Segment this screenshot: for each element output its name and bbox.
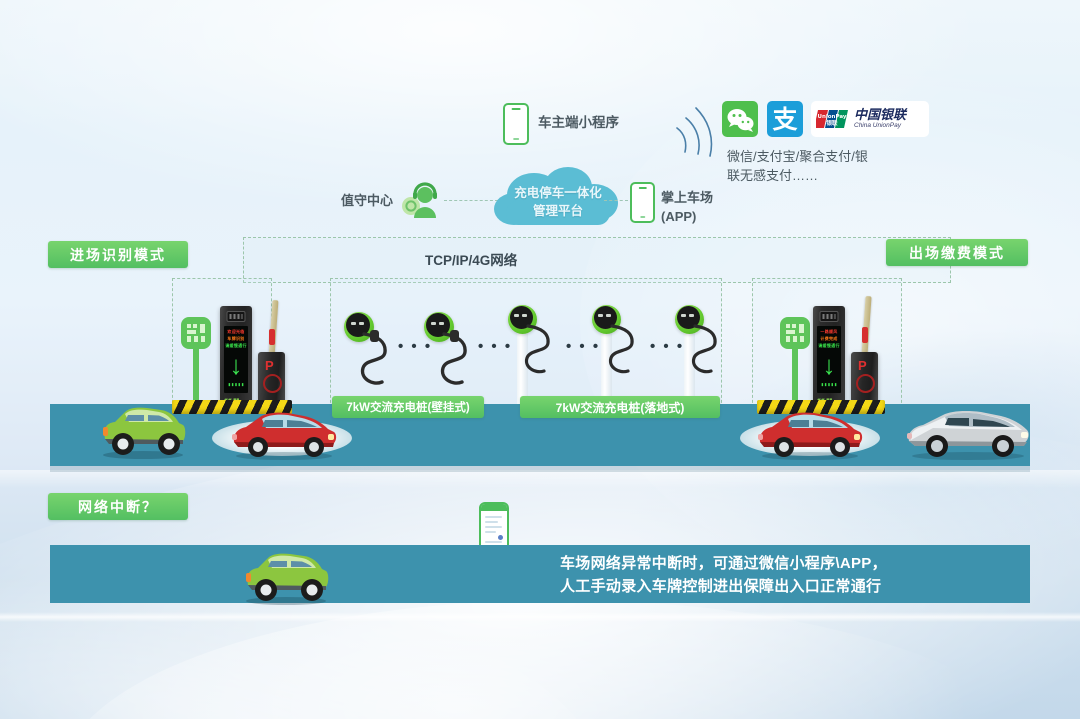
app-content-line [485, 516, 502, 518]
pile-face [677, 306, 700, 329]
lpr-led-line: 请缓慢通行 [818, 343, 840, 348]
mini-program-phone-icon [503, 103, 529, 145]
network-boundary-top [243, 237, 951, 283]
entry-parking-guidance-sign-icon [179, 317, 213, 412]
barrier-parking-sign: P [265, 358, 274, 373]
barrier-indicator-ring [856, 374, 875, 393]
wechat-pay-logo [722, 101, 758, 137]
barrier-indicator-ring [263, 374, 282, 393]
lpr-display: 一路顺风 计费完成 请缓慢通行 ↓ ▮▮▮▮▮ [817, 326, 841, 393]
red-sedan-car [232, 412, 337, 460]
charging-cable [691, 324, 717, 374]
app-content-line [485, 526, 502, 528]
floor-standing-pile-label: 7kW交流充电桩(落地式) [520, 396, 720, 418]
lpr-plate-readout: ▮▮▮▮▮ [820, 382, 838, 388]
charging-cable [608, 324, 634, 374]
charging-nozzle [370, 330, 379, 342]
headset-operator-icon [402, 182, 437, 218]
exit-barrier-arm-tip [862, 327, 868, 343]
lpr-arrow-icon: ↓ [822, 350, 836, 380]
svg-text:支: 支 [772, 105, 797, 134]
app-status-bar [481, 504, 507, 511]
app-accent-dot [498, 535, 503, 540]
silver-sedan-car [907, 411, 1029, 460]
exit-hazard-curb [757, 400, 885, 414]
wall-mounted-pile-label: 7kW交流充电桩(壁挂式) [332, 396, 484, 418]
fallback-info-bar [50, 545, 1030, 603]
exit-license-plate-camera-icon: 一路顺风 计费完成 请缓慢通行 ↓ ▮▮▮▮▮ ▰▰ ■■ [813, 306, 845, 407]
lpr-led-line: 车牌识别 [227, 336, 245, 341]
alipay-logo: 支 [767, 101, 803, 137]
svg-text:银联: 银联 [826, 119, 838, 127]
cloud-icon [494, 167, 618, 225]
fallback-text: 车场网络异常中断时，可通过微信小程序\APP， 人工手动录入车牌控制进出保障出入… [560, 555, 887, 596]
red-sedan-car [758, 412, 863, 460]
lpr-plate-readout: ▮▮▮▮▮ [227, 382, 245, 388]
pile-ellipsis: • • • [650, 338, 685, 355]
app-label: 掌上车场 (APP) [661, 190, 714, 224]
duty-center-label: 值守中心 [341, 193, 394, 208]
app-content-line [485, 531, 496, 533]
lpr-led-line: 计费完成 [820, 336, 838, 341]
pile-indicator [606, 314, 611, 317]
charging-cable [360, 332, 387, 385]
pile-ellipsis: • • • [398, 338, 433, 355]
svg-text:UnionPay: UnionPay [818, 114, 847, 120]
unionpay-logo-text: 中国银联 [854, 107, 907, 123]
lpr-led-line: 欢迎光临 [227, 329, 245, 334]
connector-duty-to-cloud [444, 200, 498, 201]
exit-parking-guidance-sign-icon [778, 317, 812, 412]
lpr-led-line: 一路顺风 [820, 329, 838, 334]
camera-lens [226, 311, 246, 322]
unionpay-logo: UnionPay 银联 中国银联 China UnionPay [811, 101, 929, 137]
charging-nozzle [450, 330, 459, 342]
charging-cable [524, 324, 550, 374]
unionpay-logo-subtext: China UnionPay [854, 122, 901, 130]
pile-indicator [681, 314, 686, 317]
exit-mode-badge: 出场缴费模式 [886, 239, 1028, 266]
entry-barrier-arm-tip [269, 329, 275, 345]
pile-indicator [439, 322, 444, 325]
green-hatchback-car [103, 407, 186, 459]
pile-face [510, 306, 533, 329]
charging-cable [440, 332, 467, 385]
pile-indicator [598, 314, 603, 317]
floor-pile-pole [601, 330, 612, 406]
connector-cloud-to-app [604, 200, 628, 201]
floor-pile-pole [684, 330, 695, 406]
lpr-display: 欢迎光临 车牌识别 请缓慢通行 ↓ ▮▮▮▮▮ [224, 326, 248, 393]
pile-indicator [514, 314, 519, 317]
app-content-line [485, 521, 498, 523]
pile-indicator [351, 322, 356, 325]
entry-barrier-gate-icon: P [258, 352, 285, 407]
lpr-led-line: 请缓慢通行 [225, 343, 247, 348]
exit-barrier-gate-icon: P [851, 352, 878, 407]
lpr-arrow-icon: ↓ [229, 350, 243, 380]
entry-mode-badge: 进场识别模式 [48, 241, 188, 268]
app-phone-icon [630, 182, 655, 223]
pile-ellipsis: • • • [478, 338, 513, 355]
entry-license-plate-camera-icon: 欢迎光临 车牌识别 请缓慢通行 ↓ ▮▮▮▮▮ ▰▰ ■■ [220, 306, 252, 407]
barrier-parking-sign: P [858, 358, 867, 373]
network-label: TCP/IP/4G网络 [425, 253, 518, 268]
camera-lens [819, 311, 839, 322]
unionpay-card-mark: UnionPay 银联 [816, 110, 848, 128]
road-shadow [50, 466, 1030, 472]
mini-program-label: 车主端小程序 [538, 115, 619, 130]
pile-indicator [522, 314, 527, 317]
pile-indicator [359, 322, 364, 325]
network-down-badge: 网络中断？ [48, 493, 188, 520]
payment-methods-note: 微信/支付宝/聚合支付/银 联无感支付…… [727, 149, 868, 183]
green-hatchback-car [246, 553, 329, 605]
cloud-platform-label: 充电停车一体化 管理平台 [514, 186, 602, 219]
app-content-line [485, 541, 502, 543]
pile-indicator [431, 322, 436, 325]
wifi-signal-icon [676, 107, 713, 157]
pile-face [594, 306, 617, 329]
pile-ellipsis: • • • [566, 338, 601, 355]
pile-indicator [689, 314, 694, 317]
entry-hazard-curb [172, 400, 292, 414]
floor-pile-pole [517, 330, 528, 406]
